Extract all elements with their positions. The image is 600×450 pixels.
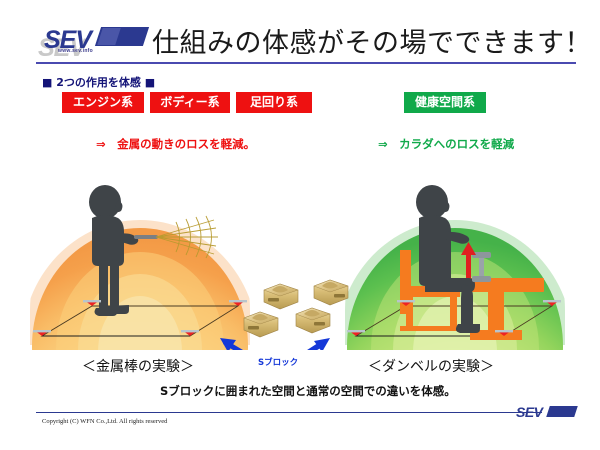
right-figure-silhouette	[416, 185, 480, 333]
sblock-label: Sブロック	[258, 358, 299, 368]
footer-logo-parallelogram	[546, 406, 578, 417]
marker-triangle	[33, 330, 51, 336]
marker-triangle	[397, 300, 415, 306]
arrow-right-icon	[307, 338, 330, 350]
footer-sev-logo: SEV	[516, 404, 578, 422]
dumbbell	[472, 252, 491, 282]
effect-caption-left: ⇒ 金属の動きのロスを軽減。	[96, 137, 256, 151]
footer-logo-text: SEV	[516, 404, 543, 420]
sblock-unit	[243, 311, 279, 338]
tag-health[interactable]: 健康空間系	[404, 92, 486, 113]
marker-triangle	[181, 330, 199, 336]
up-arrow-icon	[461, 242, 476, 278]
tag-body[interactable]: ボディー系	[150, 92, 230, 113]
metal-rod	[134, 235, 158, 239]
sev-logo-shadow-text: SEV	[38, 34, 86, 62]
vibration-rays	[155, 215, 218, 259]
page-title: 仕組みの体感がその場でできます！	[152, 28, 592, 59]
left-figure-silhouette	[89, 185, 139, 316]
marker-triangle	[229, 300, 247, 306]
marker-triangle	[495, 330, 513, 336]
left-corner-markers	[33, 300, 247, 336]
marker-triangle	[543, 300, 561, 306]
sblock-arrows	[220, 338, 330, 350]
tag-engine[interactable]: エンジン系	[62, 92, 144, 113]
right-corner-markers	[347, 300, 561, 336]
summary-text: Sブロックに囲まれた空間と通常の空間での違いを体感。	[160, 384, 456, 398]
sblock-unit	[295, 307, 331, 334]
caption-right: ＜ダンベルの実験＞	[368, 359, 494, 375]
sblock-unit	[263, 283, 299, 310]
marker-triangle	[83, 300, 101, 306]
sev-logo-url: www.sev.info	[58, 48, 93, 54]
right-dome-group	[345, 185, 565, 350]
arrow-left-icon	[220, 338, 243, 350]
copyright-text: Copyright (C) WFN Co.,Ltd. All rights re…	[42, 418, 168, 425]
section-label: ■ 2つの作用を体感 ■	[42, 76, 156, 89]
effect-caption-right: ⇒ カラダへのロスを軽減	[378, 137, 515, 151]
left-dome-group	[30, 185, 250, 350]
marker-triangle	[347, 330, 365, 336]
sblock-cluster	[243, 279, 349, 338]
caption-left: ＜金属棒の実験＞	[82, 359, 194, 375]
footer-divider	[36, 412, 542, 413]
sblock-unit	[313, 279, 349, 306]
header-divider	[36, 62, 576, 64]
sev-logo: SEV SEV www.sev.info	[36, 22, 150, 62]
sev-logo-text: SEV	[44, 26, 92, 54]
experiment-illustration	[30, 185, 565, 350]
tag-footwork[interactable]: 足回り系	[236, 92, 312, 113]
